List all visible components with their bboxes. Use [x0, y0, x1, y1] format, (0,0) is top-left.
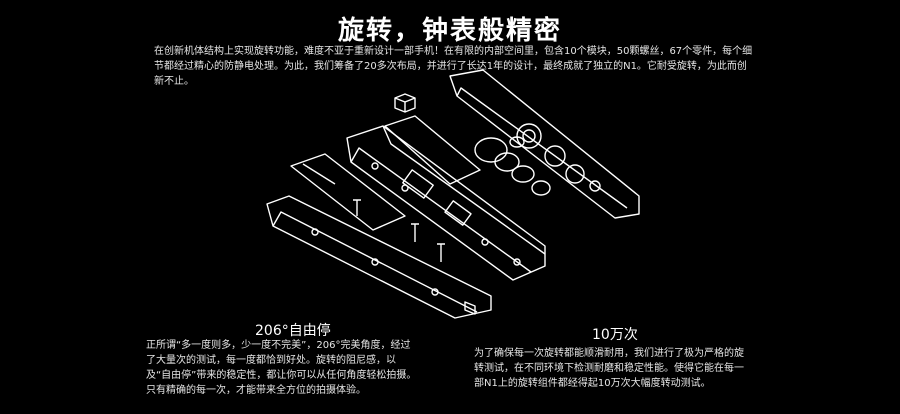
exploded-camera-module-illustration [255, 66, 655, 326]
intro-paragraph: 在创新机体结构上实现旋转功能，难度不亚于重新设计一部手机！在有限的内部空间里，包… [154, 46, 753, 87]
feature-body-durability: 为了确保每一次旋转都能顺滑耐用，我们进行了极为严格的旋转测试，在不同环境下检测耐… [474, 348, 744, 389]
feature-body-free-stop: 正所谓“多一度则多，少一度不完美”，206°完美角度，经过了大量次的测试，每一度… [146, 340, 417, 396]
feature-title-durability: 10万次 [592, 327, 638, 343]
camera-module-exploded-icon [266, 69, 640, 319]
page-title: 旋转，钟表般精密 [337, 16, 562, 46]
feature-title-free-stop: 206°自由停 [255, 323, 331, 339]
